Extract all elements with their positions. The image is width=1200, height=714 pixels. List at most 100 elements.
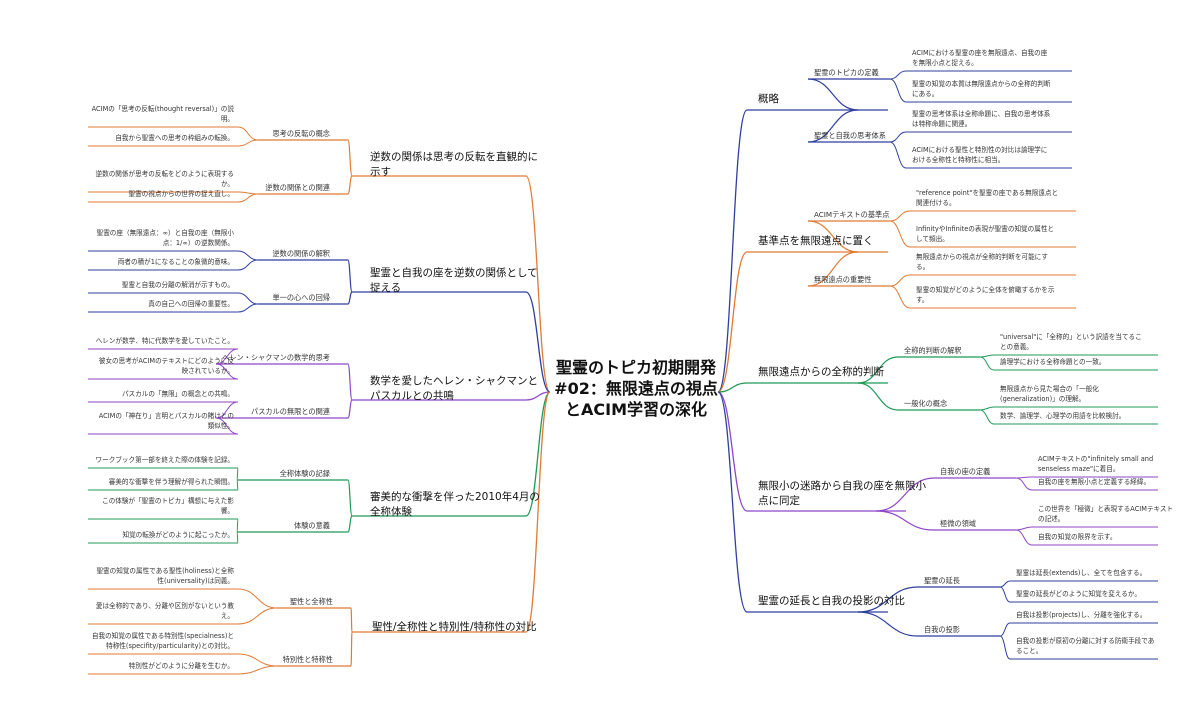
leaf-link — [236, 479, 239, 491]
leaf-topic: ワークブック第一部を終えた際の体験を記録。 — [96, 455, 234, 464]
branch-topic-line: 審美的な衝撃を伴った2010年4月の — [370, 490, 540, 503]
sub-topic: 体験の意義 — [294, 521, 330, 530]
sub-topic-line: 極微の領域 — [940, 519, 976, 528]
leaf-link — [237, 665, 278, 675]
sub-branch-link — [875, 477, 935, 512]
leaf-topic-line: にある。 — [912, 90, 938, 98]
leaf-topic-line: え。 — [221, 612, 234, 620]
sub-branch-link — [350, 631, 353, 667]
sub-topic: 聖霊のトピカの定義 — [814, 68, 879, 77]
leaf-link — [237, 588, 278, 609]
leaf-topic-line: 類似性。 — [208, 421, 234, 430]
leaf-topic: 聖霊の延長がどのように知覚を変えるか。 — [1016, 589, 1141, 598]
sub-topic-line: 全称的判断の解釈 — [904, 346, 962, 355]
leaf-topic-line: ACIMにおける聖性と特別性の対比は論理学に — [912, 145, 1047, 154]
leaf-topic-line: 響。 — [221, 506, 234, 515]
leaf-topic: 論理学における全称命題との一致。 — [1000, 357, 1105, 366]
branch-topic-line: パスカルとの共鳴 — [370, 389, 454, 402]
central-topic: 聖霊のトピカ初期開発#02：無限遠点の視点とACIM学習の深化 — [554, 358, 718, 419]
sub-branch-link — [347, 399, 353, 419]
leaf-link — [1015, 477, 1033, 491]
leaf-topic: 聖霊の知覚の属性である聖性(holiness)と全称性(universality… — [96, 566, 234, 585]
branch-topic: 聖霊の延長と自我の投影の対比 — [758, 594, 905, 607]
leaf-topic-line: 関連付ける。 — [916, 198, 956, 207]
leaf-link — [889, 285, 911, 309]
leaf-link — [236, 467, 239, 481]
sub-branch-link — [857, 611, 919, 637]
sub-branch-link — [857, 382, 899, 411]
branch-topic-line: 示す — [370, 166, 391, 178]
leaf-topic: 聖霊の座（無限遠点：∞）と自我の座（無限小点：1/∞）の逆数関係。 — [97, 228, 235, 247]
leaf-topic-line: 自我から聖霊への思考の枠組みの転換。 — [115, 133, 234, 142]
leaf-topic: 両者の積が1になることの象徴的意味。 — [118, 257, 234, 266]
leaf-topic-line: 映されているか。 — [182, 366, 234, 375]
leaf-topic-line: 愛は全称的であり、分離や区別がないという教 — [96, 601, 235, 610]
leaf-link — [979, 409, 995, 425]
leaf-link — [999, 635, 1011, 660]
leaf-link — [979, 356, 995, 371]
leaf-topic-line: 特別性がどのように分離を生むか。 — [129, 661, 234, 670]
sub-topic-line: 思考の反転の概念 — [272, 129, 330, 138]
leaf-link — [979, 354, 995, 358]
leaf-link — [237, 653, 278, 667]
leaf-link — [1015, 529, 1033, 546]
sub-branch-link — [857, 586, 919, 613]
branch-topic-line: 聖性/全称性と特別性/特称性の対比 — [372, 620, 537, 633]
leaf-link — [889, 210, 911, 222]
branch-topic: 聖霊と自我の座を逆数の関係として捉える — [370, 266, 538, 294]
sub-branch-link — [350, 607, 353, 633]
sub-topic: ACIMテキストの基準点 — [814, 210, 889, 219]
leaf-topic-line: senseless maze"に着目。 — [1038, 464, 1119, 473]
leaf-topic-line: 審美的な衝撃を伴う理解が得られた瞬間。 — [109, 477, 234, 486]
sub-topic: 逆数の関係との関連 — [265, 183, 330, 192]
sub-branch-link — [807, 78, 859, 111]
leaf-topic-line: 彼女の思考がACIMのテキストにどのように反 — [99, 356, 235, 365]
leaf-topic: 自我は投影(projects)し、分離を強化する。 — [1016, 610, 1146, 619]
sub-topic-line: 聖霊と自我の思考体系 — [814, 131, 886, 140]
leaf-topic-line: InfinityやInfiniteの表現が聖霊の知覚の属性と — [916, 224, 1054, 233]
leaf-topic: この体験が「聖霊のトピカ」構想に与えた影響。 — [102, 496, 234, 515]
leaf-link — [237, 303, 259, 313]
leaf-topic-line: ワークブック第一部を終えた際の体験を記録。 — [96, 455, 234, 464]
leaf-topic-line: 両者の積が1になることの象徴的意味。 — [118, 257, 234, 266]
sub-topic-line: パスカルの無限との関連 — [251, 407, 330, 416]
branch-link — [525, 391, 551, 633]
branch-link — [525, 391, 551, 517]
branch-topic: 数学を愛したヘレン・シャクマンとパスカルとの共鳴 — [370, 374, 538, 402]
leaf-topic-line: ACIMの「神在り」言明とパスカルの賭けとの — [99, 411, 234, 420]
leaf-link — [237, 250, 259, 261]
branch-topic-line: 聖霊の延長と自我の投影の対比 — [758, 594, 905, 607]
leaf-topic: 聖霊の思考体系は全称命題に、自我の思考体系は特称命題に関連。 — [912, 109, 1051, 128]
sub-branch-link — [807, 251, 859, 287]
leaf-topic-line: おける全称性と特称性に相当。 — [912, 155, 1004, 164]
leaf-topic-line: 数学、論理学、心理学の用語を比較検討。 — [1000, 411, 1125, 420]
sub-branch-link — [875, 510, 935, 531]
leaf-topic-line: ACIMの「思考の反転(thought reversal)」の説 — [92, 104, 235, 113]
sub-topic: 聖性と全称性 — [290, 597, 333, 606]
sub-topic-line: 単一の心への回帰 — [272, 293, 330, 302]
branch-topic-line: 無限遠点からの全称的判断 — [758, 365, 884, 378]
sub-topic: 自我の座の定義 — [940, 467, 990, 476]
sub-branch-link — [347, 291, 353, 305]
leaf-topic-line: 自我の投影が原初の分離に対する防衛手段であ — [1016, 636, 1154, 645]
leaf-topic-line: 自我の座を無限小点と定義する経緯。 — [1038, 477, 1150, 486]
leaf-link — [889, 141, 907, 169]
leaf-topic-line: の記述。 — [1038, 514, 1064, 523]
branch-link — [717, 251, 748, 393]
leaf-link — [237, 607, 278, 625]
sub-branch-link — [347, 479, 353, 517]
branch-topic-line: 数学を愛したヘレン・シャクマンと — [370, 374, 538, 387]
leaf-topic: パスカルの「無限」の概念との共鳴。 — [122, 389, 234, 398]
leaf-link — [237, 193, 259, 203]
leaf-topic: ACIMにおける聖性と特別性の対比は論理学における全称性と特称性に相当。 — [912, 145, 1047, 164]
leaf-topic: 聖霊は延長(extends)し、全てを包含する。 — [1016, 568, 1146, 577]
leaf-link — [889, 70, 907, 80]
leaf-topic-line: す。 — [916, 296, 929, 304]
sub-branch-link — [347, 175, 353, 195]
leaf-link — [979, 406, 995, 411]
sub-topic: 逆数の関係の解釈 — [272, 249, 330, 258]
leaf-topic-line: 聖霊の知覚がどのように全体を俯瞰するかを示 — [916, 285, 1055, 294]
mind-map-nodes: 聖霊のトピカ初期開発#02：無限遠点の視点とACIM学習の深化逆数の関係は思考の… — [92, 48, 1173, 670]
leaf-link — [236, 531, 239, 544]
sub-topic: パスカルの無限との関連 — [251, 407, 330, 416]
